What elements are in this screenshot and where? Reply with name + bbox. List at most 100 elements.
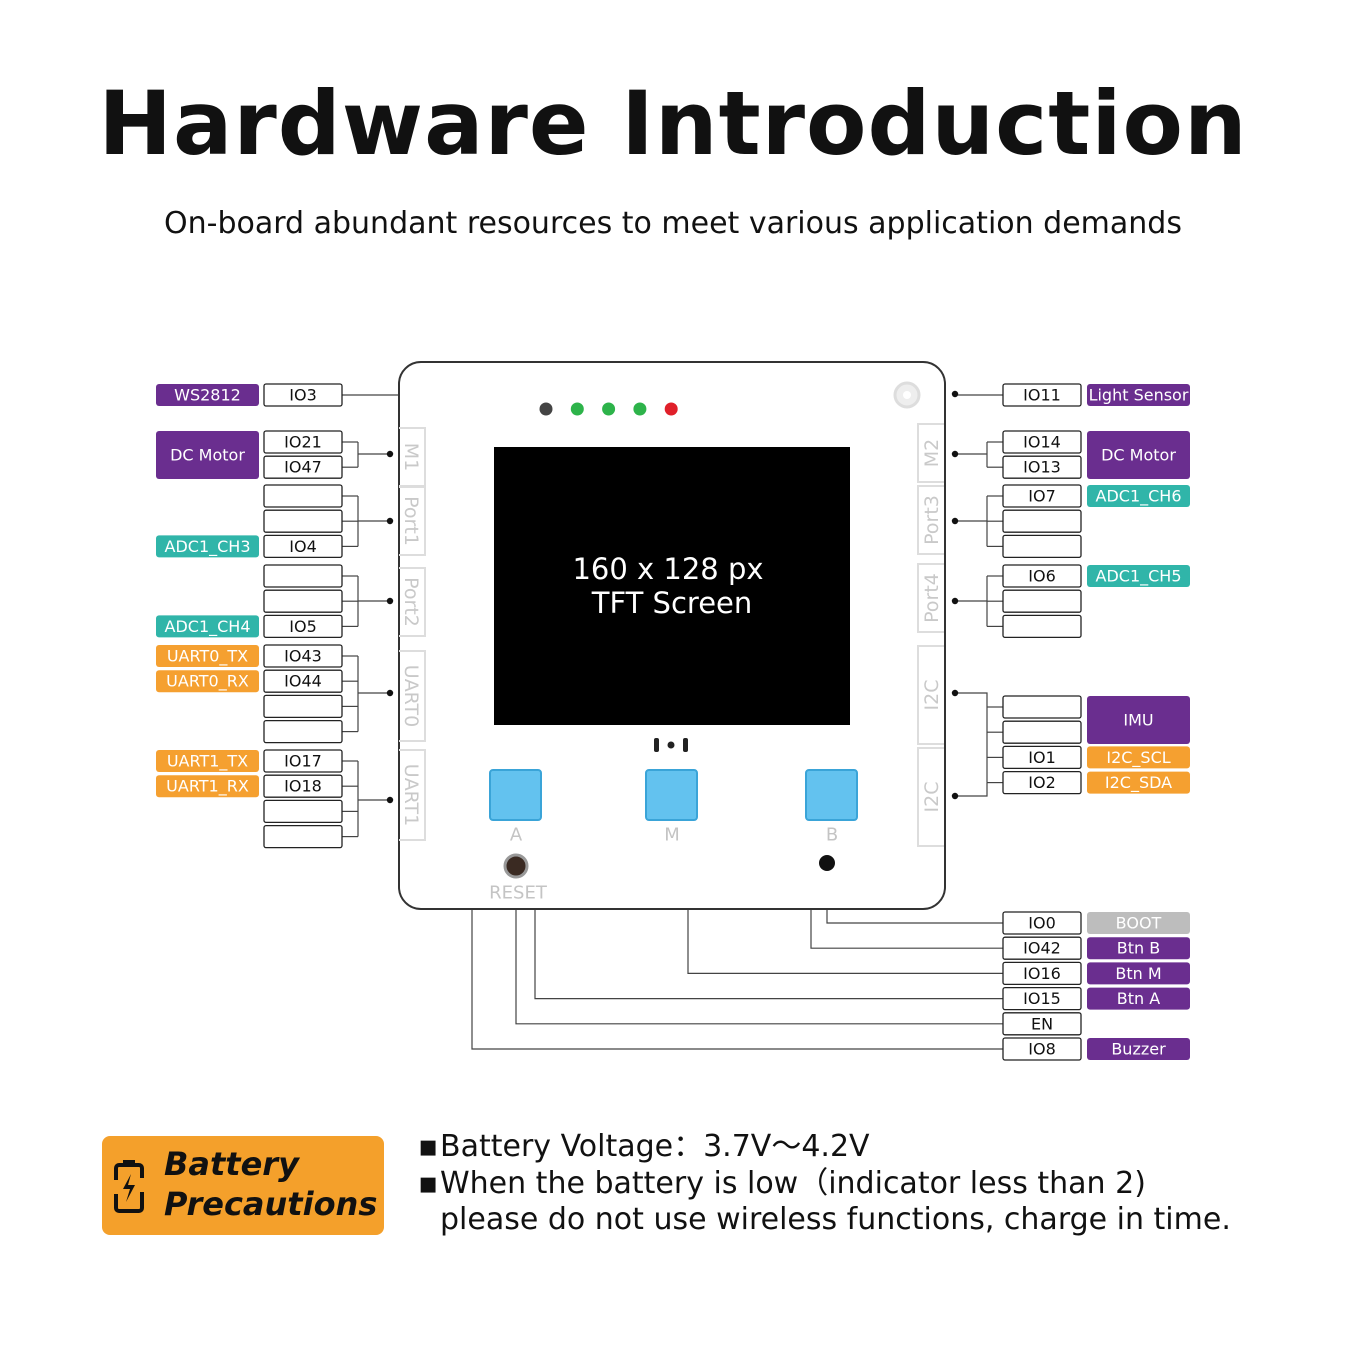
reset-label: RESET (489, 883, 548, 904)
function-tag-label: ADC1_CH4 (165, 617, 251, 637)
function-tag (156, 645, 259, 667)
pin-io0 (1002, 911, 1082, 935)
function-tag-label: Btn B (1117, 939, 1160, 958)
pin-io44 (263, 669, 343, 693)
pin-gnd (263, 564, 343, 588)
port-label: Port3 (921, 495, 943, 545)
status-leds (539, 402, 678, 416)
battery-low-note: When the battery is low（indicator less t… (440, 1166, 1146, 1201)
pin-label: IO13 (1023, 458, 1061, 477)
pin-io47 (263, 455, 343, 479)
port-label: M1 (400, 443, 422, 471)
pin-io4 (263, 534, 343, 559)
port-label: UART1 (400, 764, 422, 826)
pin-gnd (1002, 614, 1082, 639)
microphone-icon (654, 738, 688, 752)
pin-io17 (263, 749, 343, 773)
pin-label: 3.3V (1024, 512, 1060, 531)
button-b[interactable] (805, 769, 858, 821)
pin-io11 (1002, 383, 1082, 407)
page-title: Hardware Introduction (98, 72, 1248, 175)
function-tag (1087, 746, 1190, 769)
function-tag-label: IMU (1123, 711, 1153, 730)
pin-io5 (263, 614, 343, 639)
pin-label: IO21 (284, 433, 322, 452)
page-subtitle: On-board abundant resources to meet vari… (164, 206, 1182, 241)
function-tag (156, 615, 259, 638)
function-tag (1087, 937, 1190, 960)
pin-io18 (263, 774, 343, 798)
pin-gnd (1002, 534, 1082, 559)
pin-3.3v (1002, 509, 1082, 533)
function-tag (156, 750, 259, 772)
port-label: Port4 (921, 573, 943, 623)
pin-en (1002, 1012, 1082, 1036)
port-label: UART0 (400, 665, 422, 727)
pin-label: GND (285, 827, 322, 846)
function-tag-label: ADC1_CH3 (165, 537, 251, 557)
pin-label: IO7 (1028, 487, 1056, 506)
battery-precautions-title: Battery Precautions (164, 1145, 378, 1223)
pin-io21 (263, 430, 343, 454)
pin-label: 5V (292, 697, 313, 716)
pin-3.3v (263, 589, 343, 613)
battery-voltage-note: Battery Voltage：3.7V～4.2V (440, 1129, 870, 1164)
boot-button[interactable] (819, 855, 835, 871)
button-m[interactable] (645, 769, 698, 821)
pin-label: IO47 (284, 458, 322, 477)
led-indicator (539, 402, 553, 416)
function-tag (1087, 987, 1190, 1010)
pin-label: 3.3V (1024, 723, 1060, 742)
pin-label: GND (285, 567, 322, 586)
battery-charging-icon (114, 1160, 144, 1213)
button-label: M (664, 825, 680, 846)
battery-note: ▪When the battery is low（indicator less … (418, 1166, 1146, 1201)
pin-label: IO1 (1028, 748, 1056, 767)
pin-label: 3.3V (285, 592, 321, 611)
function-tag (156, 670, 259, 693)
pin-label: GND (1024, 617, 1061, 636)
function-tag-label: ADC1_CH5 (1096, 567, 1182, 587)
function-tag-label: Btn M (1115, 964, 1161, 983)
function-tag-label: ADC1_CH6 (1096, 487, 1182, 507)
pin-label: GND (285, 722, 322, 741)
pin-label: IO3 (289, 386, 317, 405)
function-tag-label: UART1_TX (167, 752, 248, 772)
pin-io1 (1002, 745, 1082, 770)
pin-label: 3.3V (1024, 592, 1060, 611)
button-label: A (510, 825, 523, 846)
function-tag-label: WS2812 (174, 386, 241, 405)
port-label: Port1 (400, 496, 422, 546)
port-label: I2C (921, 680, 943, 711)
function-tag (1087, 696, 1190, 744)
pin-label: IO18 (284, 777, 322, 796)
pin-gnd (263, 719, 343, 744)
pin-io2 (1002, 770, 1082, 795)
pin-label: IO14 (1023, 433, 1061, 452)
function-tag-label: UART0_TX (167, 647, 248, 667)
function-tag-label: Btn A (1117, 989, 1160, 1008)
button-a[interactable] (489, 769, 542, 821)
pin-io16 (1002, 961, 1082, 986)
function-tag-label: BOOT (1116, 914, 1162, 933)
pin-3.3v (1002, 589, 1082, 613)
pin-label: IO6 (1028, 567, 1056, 586)
pin-label: IO17 (284, 752, 322, 771)
function-tag-label: I2C_SCL (1106, 748, 1170, 768)
pin-io3 (263, 383, 343, 407)
pin-label: IO44 (284, 672, 322, 691)
function-tag (1087, 912, 1190, 934)
pin-label: IO4 (289, 537, 317, 556)
pin-label: IO0 (1028, 914, 1056, 933)
button-label: B (826, 825, 838, 846)
screen-type-text: TFT Screen (591, 586, 753, 620)
reset-button[interactable] (503, 853, 529, 879)
function-tag-label: DC Motor (170, 446, 245, 465)
battery-note: ▪Battery Voltage：3.7V～4.2V (418, 1129, 870, 1164)
function-tag-label: Buzzer (1111, 1040, 1166, 1059)
battery-precautions-badge: Battery Precautions (102, 1136, 384, 1235)
function-tag-label: Light Sensor (1089, 386, 1189, 405)
pin-io6 (1002, 564, 1082, 588)
pin-label: GND (285, 487, 322, 506)
